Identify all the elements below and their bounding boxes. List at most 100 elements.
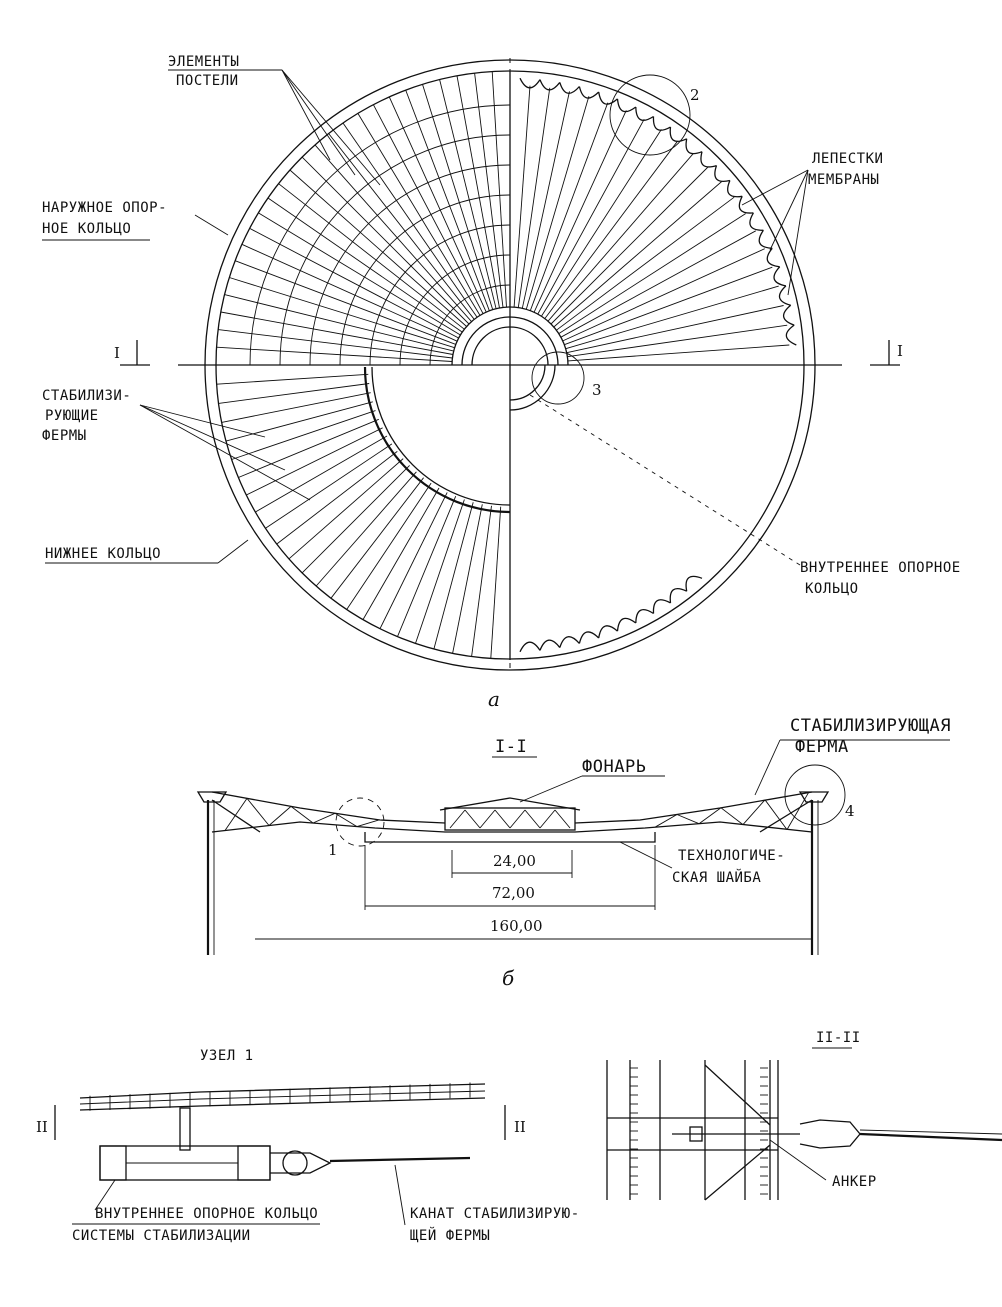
stab-radial: [346, 482, 432, 610]
bed-radial: [314, 144, 472, 322]
stab-radial: [265, 443, 393, 529]
node-1-title: УЗЕЛ 1: [200, 1048, 254, 1064]
membrane-radial: [560, 230, 757, 338]
stab-radial: [397, 496, 457, 637]
lantern-diagonal: [479, 809, 496, 829]
bed-radial: [249, 228, 459, 339]
petal: [685, 138, 703, 155]
leader-lantern-2: [519, 775, 583, 803]
petal: [700, 151, 717, 168]
truss-diagonal: [246, 798, 270, 826]
petal: [685, 575, 703, 592]
bed-radial: [328, 133, 475, 320]
bed-arc: [399, 254, 511, 366]
node1-section-right-label: II: [514, 1118, 526, 1136]
stab-radial: [225, 401, 373, 442]
truss-diagonal: [698, 807, 722, 825]
label-stab-truss-1: СТАБИЛИЗИРУЮЩАЯ: [790, 716, 951, 736]
bed-radial: [258, 212, 461, 336]
bed-radial: [301, 156, 470, 325]
node1-upper-chord-top: [79, 1083, 486, 1099]
petal: [635, 609, 654, 624]
s2-cable: [859, 1132, 1002, 1142]
truss-diagonal: [720, 807, 744, 825]
bed-radial: [267, 197, 463, 333]
lantern-diagonal: [464, 809, 481, 829]
petal: [738, 196, 754, 214]
bed-radial: [220, 311, 454, 355]
leader-bed-3: [281, 69, 381, 186]
stab-radial: [288, 458, 404, 560]
petal: [519, 641, 541, 653]
inner-ring-inner: [471, 326, 549, 366]
label-anchor: АНКЕР: [832, 1174, 877, 1190]
s2-diag-2: [704, 1144, 771, 1201]
membrane-radial: [567, 344, 790, 362]
leader-inner-ring: [529, 394, 801, 566]
leader-petals-1: [741, 169, 809, 206]
label-outer-ring-1: НАРУЖНОЕ ОПОР-: [42, 200, 167, 216]
node1-upper-chord-mid: [79, 1090, 486, 1105]
label-inner-ring-2: КОЛЬЦО: [805, 581, 859, 597]
tech-washer: [364, 832, 656, 843]
section-view: I-I ФОНАРЬ ТЕХНОЛОГИЧЕ- СКАЯ ШАЙБА СТАБИ…: [196, 716, 951, 990]
section-caption: б: [502, 966, 515, 990]
label-stab-trusses-3: ФЕРМЫ: [42, 428, 87, 444]
truss-top-chord: [211, 791, 446, 824]
section-mark-right-label: I: [897, 342, 903, 360]
node1-leader-ring-2: [94, 1179, 116, 1211]
node1-label-cable-1: КАНАТ СТАБИЛИЗИРУЮ-: [410, 1206, 580, 1222]
membrane-radial: [541, 129, 662, 317]
bed-radial: [439, 79, 497, 309]
lantern-diagonal: [524, 809, 541, 829]
leader-outer-ring-2: [194, 214, 229, 236]
truss-diagonal: [268, 806, 292, 826]
lower-ring-arc: [363, 366, 511, 514]
inner-ring-mid: [461, 316, 559, 366]
truss-diagonal: [312, 812, 336, 824]
node1-ring-block-l: [99, 1145, 127, 1181]
stab-radial: [415, 499, 465, 644]
bed-radial: [405, 89, 490, 311]
petal: [578, 631, 600, 644]
petal: [635, 106, 654, 121]
node1-label-inner-ring-1: ВНУТРЕННЕЕ ОПОРНОЕ КОЛЬЦО: [95, 1206, 318, 1222]
bed-radial: [234, 260, 456, 345]
node-3-number: 3: [592, 381, 602, 399]
petal: [749, 212, 764, 231]
membrane-radial: [562, 248, 765, 342]
s2-anchor-head: [799, 1119, 861, 1149]
petal: [616, 617, 637, 632]
leader-lower-ring-2: [217, 539, 249, 564]
bed-arc: [369, 224, 511, 366]
stab-radial: [362, 487, 440, 620]
label-stab-truss-2: ФЕРМА: [795, 737, 849, 757]
leader-stab-2: [139, 404, 286, 471]
stab-radial: [238, 418, 379, 478]
s2-hatch-ticks: [630, 1067, 768, 1195]
petal: [598, 625, 618, 639]
bed-arc: [339, 194, 511, 366]
bed-radial: [373, 104, 484, 314]
truss-diagonal: [764, 799, 788, 830]
truss-diagonal: [742, 799, 766, 825]
lower-ring-arc-inner: [371, 366, 511, 506]
leader-stab-truss-2: [754, 739, 781, 796]
inner-ring-lower: [509, 364, 546, 401]
petal: [669, 588, 687, 603]
truss-diagonal: [334, 812, 358, 827]
membrane-radial: [565, 285, 779, 350]
s2-cable-2: [859, 1129, 1002, 1135]
inner-ring-lower-2: [509, 364, 556, 411]
stab-radial: [221, 392, 371, 423]
membrane-petals: [519, 77, 797, 653]
node1-clevis: [270, 1152, 332, 1174]
node1-upper-chord-bottom: [79, 1097, 486, 1111]
petal: [652, 599, 671, 614]
stab-radial: [216, 373, 369, 385]
node-2-number: 2: [690, 86, 700, 104]
membrane-radial: [517, 87, 551, 308]
bed-radial: [388, 96, 487, 313]
leader-petals-3: [787, 169, 809, 296]
bed-radial: [474, 73, 504, 308]
